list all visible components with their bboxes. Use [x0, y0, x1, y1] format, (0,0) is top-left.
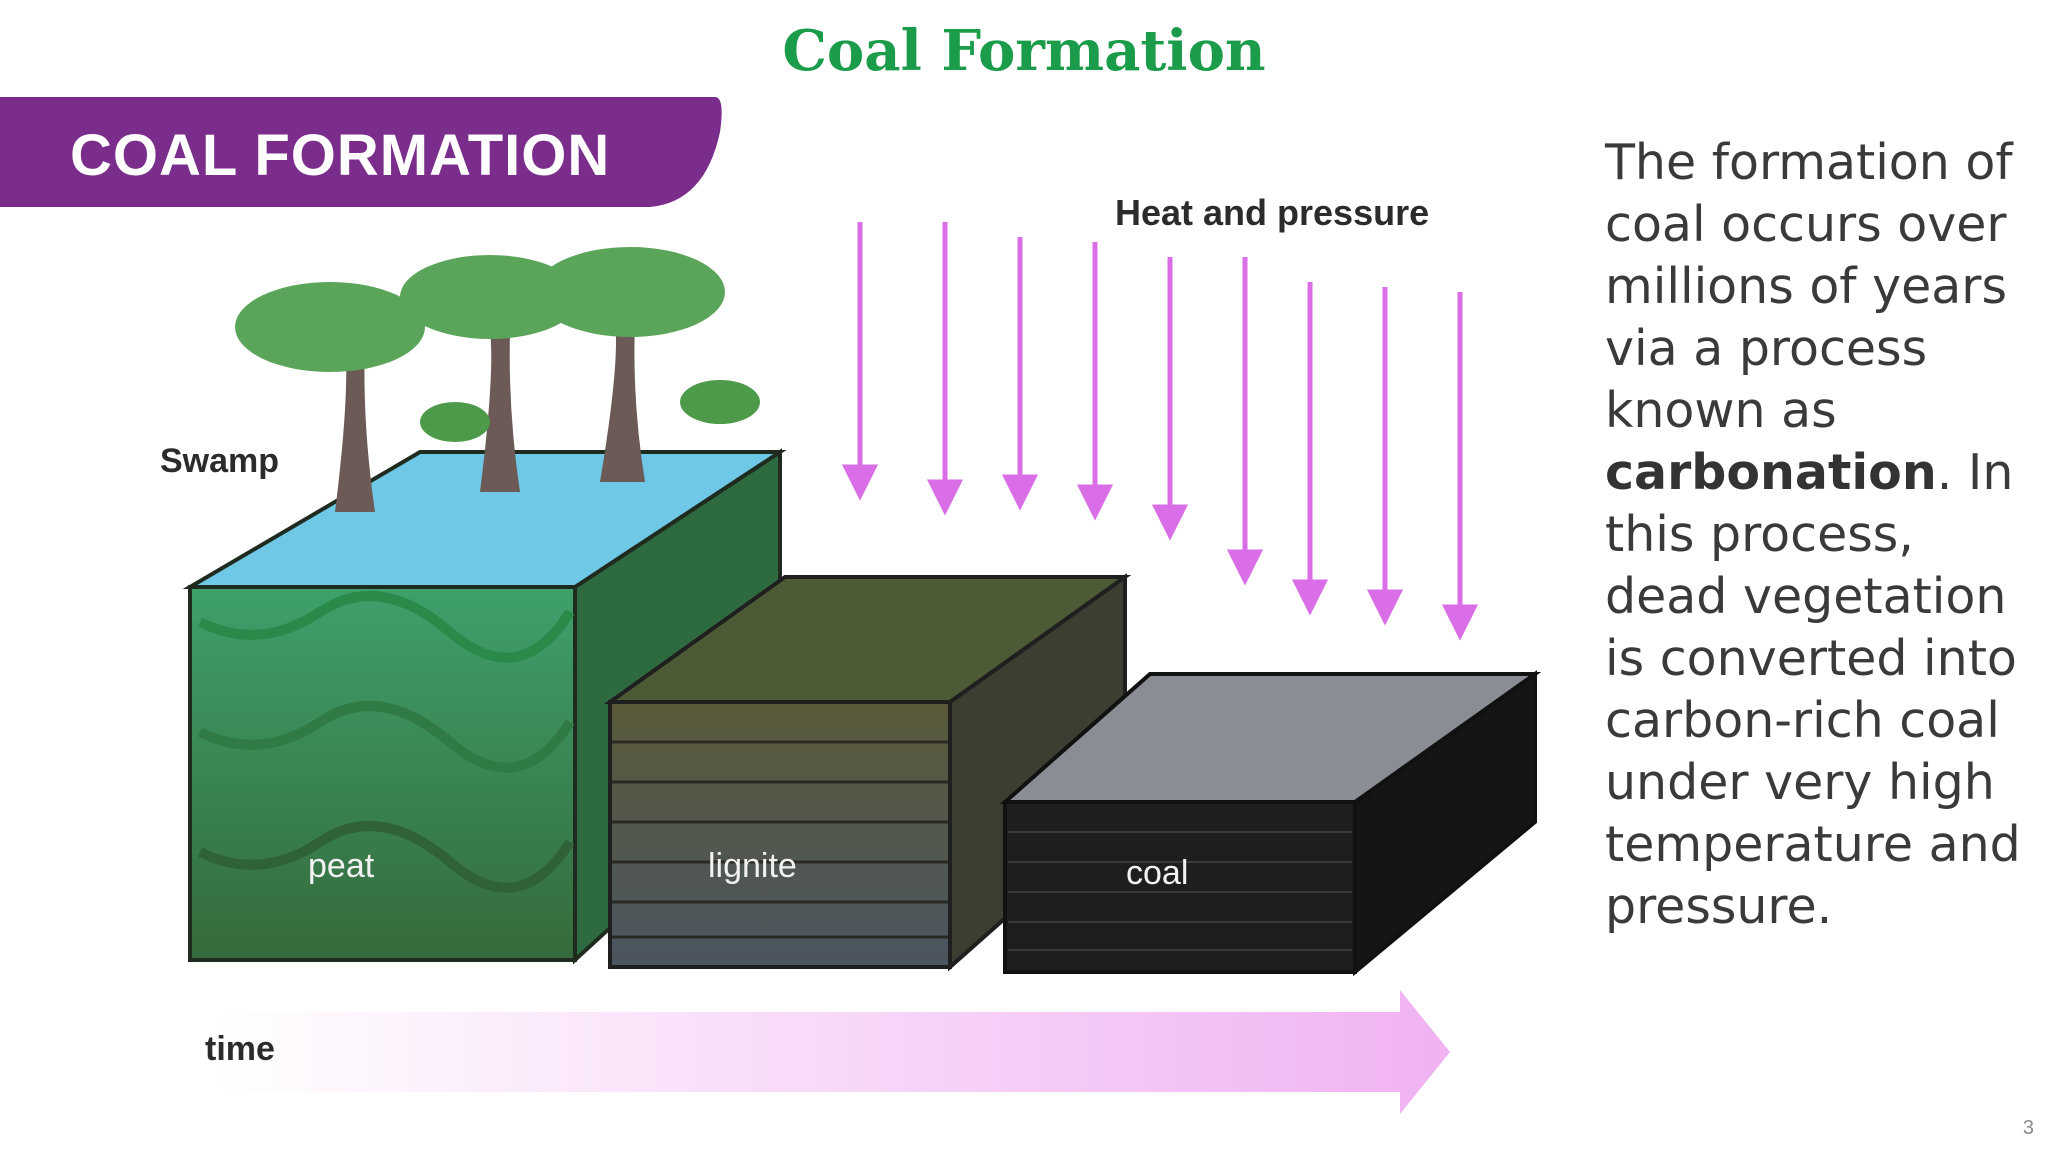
illustration-graphic [0, 97, 1542, 1114]
figure-banner-label: COAL FORMATION [70, 123, 611, 188]
lignite-block [603, 573, 1132, 972]
time-arrow [215, 990, 1450, 1114]
time-label: time [205, 1030, 275, 1068]
description-term: carbonation [1605, 444, 1937, 501]
lignite-label: lignite [708, 847, 797, 885]
page-number: 3 [2022, 1117, 2034, 1139]
swamp-trees [235, 247, 760, 512]
coal-block [999, 670, 1542, 977]
heat-arrows [841, 222, 1479, 641]
heat-and-pressure-label: Heat and pressure [1115, 192, 1430, 233]
description-after: . In this process, dead vegetation is co… [1605, 444, 2021, 935]
description-before: The formation of coal occurs over millio… [1605, 134, 2013, 439]
swamp-label: Swamp [160, 442, 280, 480]
peat-label: peat [308, 847, 375, 885]
slide-title: Coal Formation [782, 18, 1266, 84]
banner-shape [0, 97, 722, 207]
coal-formation-illustration: COAL FORMATION Swamp Heat and pressure t… [0, 92, 1545, 1132]
coal-label: coal [1126, 854, 1189, 892]
description-text: The formation of coal occurs over millio… [1605, 132, 2025, 938]
